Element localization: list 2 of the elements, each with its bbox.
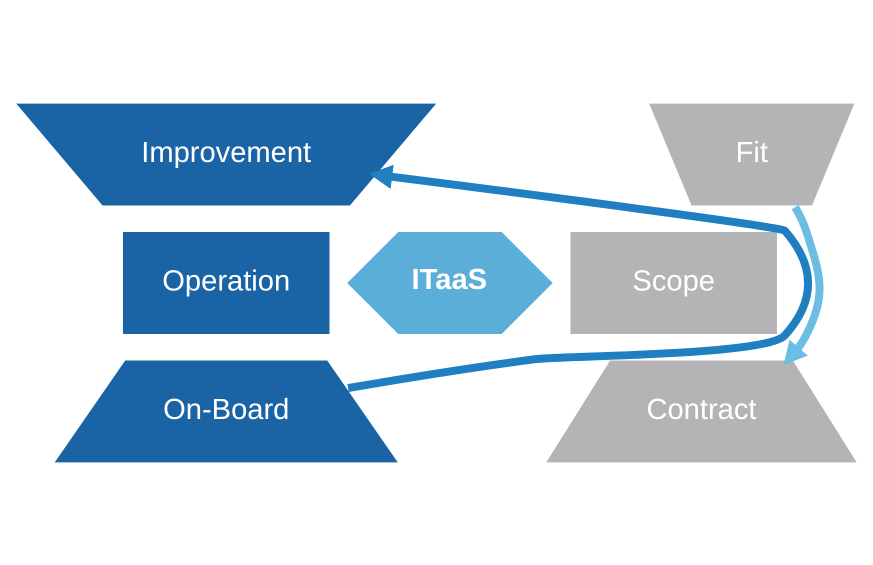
arrow: [347, 164, 812, 392]
arrow: [783, 204, 824, 365]
